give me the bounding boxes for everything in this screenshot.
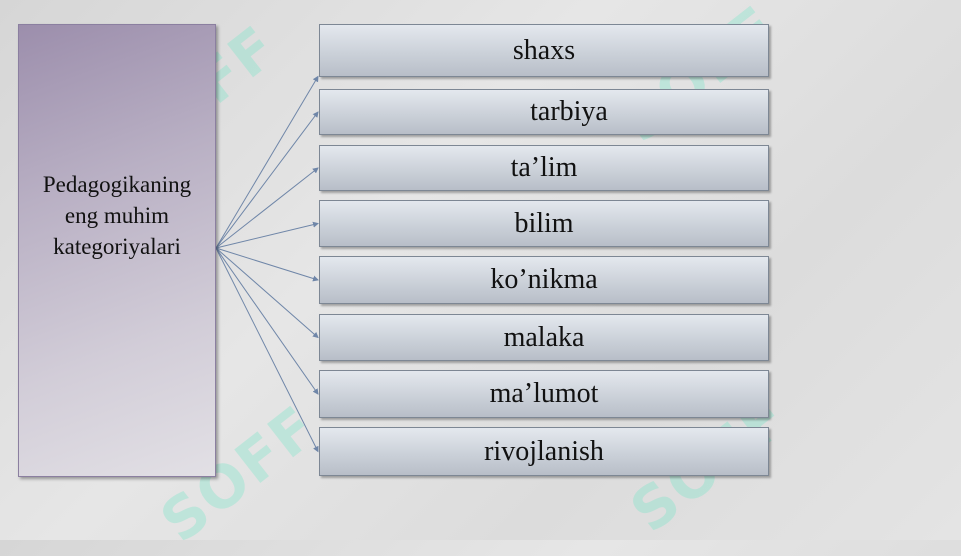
connector-line — [215, 167, 319, 249]
category-label: malaka — [503, 321, 585, 353]
category-label: tarbiya — [530, 96, 608, 127]
connector-line — [215, 111, 319, 249]
category-label: ko’nikma — [490, 264, 598, 295]
central-label-line-2: eng muhim — [64, 202, 170, 228]
category-label: ma’lumot — [489, 378, 599, 409]
connector-line — [215, 247, 319, 395]
central-label-line-3: kategoriyalari — [53, 234, 181, 260]
central-category-box: Pedagogikaning eng muhim kategoriyalari — [18, 24, 216, 477]
central-category-label: Pedagogikaning eng muhim kategoriyalari — [39, 169, 195, 262]
category-label: ta’lim — [510, 152, 578, 183]
connector-line — [215, 221, 319, 249]
connector-line — [215, 247, 319, 339]
connector-lines — [215, 75, 319, 453]
category-label: rivojlanish — [484, 435, 604, 467]
category-box-shaxs: shaxs — [319, 24, 769, 77]
category-box-talim: ta’lim — [319, 145, 769, 191]
category-box-malumot: ma’lumot — [319, 370, 769, 418]
connector-line — [215, 75, 319, 249]
category-label: shaxs — [512, 34, 576, 66]
category-box-konikma: ko’nikma — [319, 256, 769, 304]
connector-line — [215, 247, 319, 453]
category-box-malaka: malaka — [319, 314, 769, 361]
central-label-line-1: Pedagogikaning — [42, 171, 192, 197]
connector-line — [215, 247, 319, 282]
category-label: bilim — [514, 207, 574, 239]
category-box-rivojlanish: rivojlanish — [319, 427, 769, 476]
category-box-tarbiya: tarbiya — [319, 89, 769, 135]
category-box-bilim: bilim — [319, 200, 769, 247]
